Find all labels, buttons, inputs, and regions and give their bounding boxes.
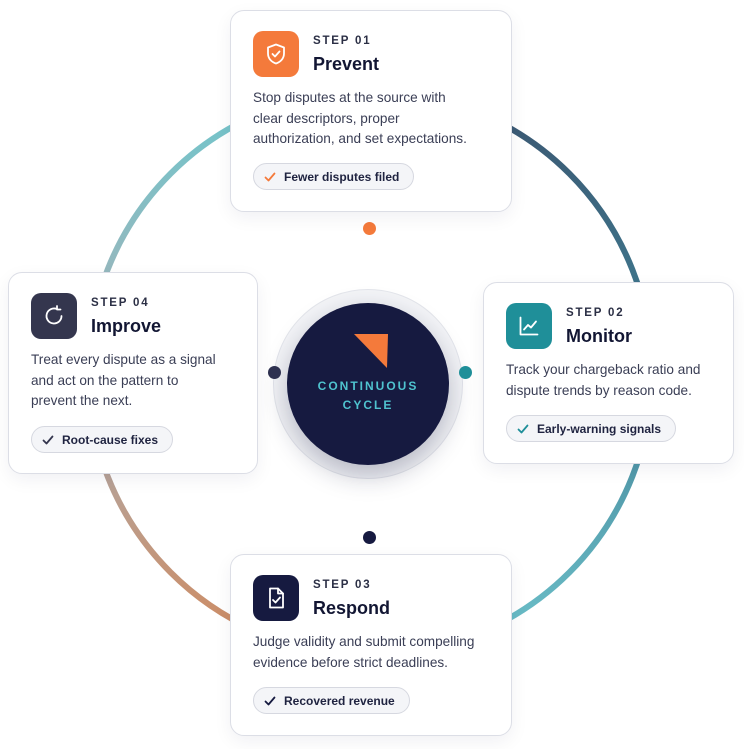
line-chart-icon xyxy=(519,316,539,336)
step-title: Respond xyxy=(313,598,391,618)
step-card-improve: STEP 04 Improve Treat every dispute as a… xyxy=(8,272,258,474)
step-number: STEP 02 xyxy=(566,307,625,319)
step-number: STEP 04 xyxy=(91,297,150,309)
step-icon-box xyxy=(253,31,299,77)
step-title: Monitor xyxy=(566,326,632,346)
step-outcome-badge: Early-warning signals xyxy=(506,415,677,442)
step-title: Prevent xyxy=(313,54,380,74)
step-icon-box xyxy=(31,293,77,339)
connector-dot-left xyxy=(268,366,281,379)
step-number: STEP 01 xyxy=(313,35,372,47)
step-card-respond: STEP 03 Respond Judge validity and submi… xyxy=(230,554,512,736)
step-outcome-badge: Fewer disputes filed xyxy=(253,163,415,190)
step-icon-box xyxy=(506,303,552,349)
step-description: Track your chargeback ratio and dispute … xyxy=(506,362,701,398)
triangle-icon xyxy=(354,334,388,368)
shield-check-icon xyxy=(267,43,285,65)
connector-dot-top xyxy=(363,222,376,235)
step-card-monitor: STEP 02 Monitor Track your chargeback ra… xyxy=(483,282,734,464)
step-title: Improve xyxy=(91,316,162,336)
step-outcome-badge: Recovered revenue xyxy=(253,687,410,714)
step-icon-box xyxy=(253,575,299,621)
step-card-prevent: STEP 01 Prevent Stop disputes at the sou… xyxy=(230,10,512,212)
refresh-icon xyxy=(45,305,63,325)
check-icon xyxy=(42,434,54,446)
step-description: Stop disputes at the source with clear d… xyxy=(253,90,467,146)
check-icon xyxy=(264,171,276,183)
step-description: Judge validity and submit compelling evi… xyxy=(253,634,475,670)
step-outcome-badge: Root-cause fixes xyxy=(31,426,174,453)
cycle-hub: CONTINUOUS CYCLE xyxy=(287,303,449,465)
step-number: STEP 03 xyxy=(313,579,372,591)
document-check-icon xyxy=(269,587,284,609)
connector-dot-right xyxy=(459,366,472,379)
check-icon xyxy=(517,423,529,435)
connector-dot-bottom xyxy=(363,531,376,544)
step-description: Treat every dispute as a signal and act … xyxy=(31,352,216,408)
hub-label-line1: CONTINUOUS xyxy=(317,379,419,393)
hub-label-line2: CYCLE xyxy=(342,398,394,412)
check-icon xyxy=(264,695,276,707)
